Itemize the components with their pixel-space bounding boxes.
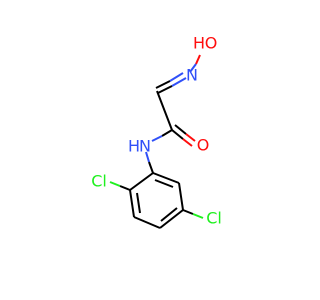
bond-c-n-amide-b — [151, 135, 163, 142]
bond-n-ch-double-a — [171, 77, 187, 87]
atom-label-amide-h: H — [128, 137, 140, 156]
bond-ring-c5-c6 — [178, 182, 184, 211]
bond-ring-c3-c4 — [133, 216, 161, 229]
bond-o-n-oxime-o — [195, 54, 201, 65]
bond-ring-inner-c2-c3 — [136, 192, 141, 214]
bond-n-ch-double-b — [157, 85, 173, 94]
atom-label-carbonyl-o: O — [197, 136, 210, 155]
bond-layer — [109, 54, 204, 229]
bond-c5-cl-a — [182, 209, 194, 215]
bond-c2-cl-b — [109, 181, 121, 187]
bond-ring-inner-c4-c5 — [160, 207, 178, 222]
bond-c-n-amide-a — [161, 129, 173, 137]
bond-c-o-double-b — [182, 138, 193, 147]
bond-n-ring-a — [145, 151, 150, 163]
bond-ring-c4-c5 — [159, 209, 184, 229]
atom-label-cl-meta: Cl — [206, 209, 222, 228]
atom-label-amide-n: N — [139, 137, 151, 156]
bond-n-ch-double-d — [155, 80, 171, 89]
molecule-structure-diagram: H O N O H N Cl Cl — [91, 34, 222, 229]
bond-ring-c2-c3 — [129, 189, 135, 218]
bond-o-n-oxime-n — [189, 63, 197, 73]
bond-ring-c1-c2 — [129, 172, 154, 191]
bond-ch-c-carbonyl — [156, 90, 173, 131]
bond-ring-c6-c1 — [152, 172, 180, 184]
atom-label-layer: H O N O H N Cl Cl — [91, 34, 222, 228]
bond-c5-cl-b — [192, 213, 204, 219]
bond-c-o-double-a — [171, 129, 184, 140]
bond-c-o-double-d — [185, 133, 196, 142]
bond-ring-inner-c6-c1 — [154, 179, 174, 188]
bond-n-ring-b — [148, 161, 154, 174]
bond-c-o-double-c — [174, 124, 187, 135]
bond-n-ch-double-c — [169, 72, 184, 82]
atom-label-oxime-n: N — [186, 66, 198, 85]
atom-label-cl-ortho: Cl — [91, 172, 107, 191]
bond-c2-cl-a — [119, 185, 131, 191]
atom-label-hydroxyl-h: H — [193, 34, 205, 53]
atom-label-hydroxyl-o: O — [205, 34, 218, 53]
